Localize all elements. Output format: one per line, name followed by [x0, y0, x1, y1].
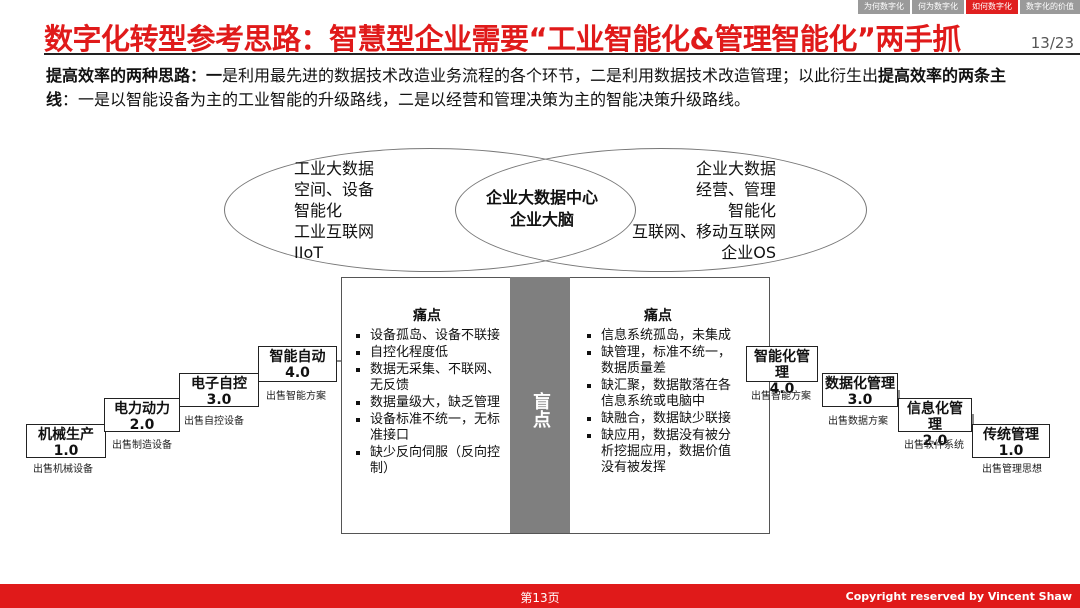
step-version: 3.0	[847, 392, 873, 408]
step-name: 电力动力	[114, 401, 170, 417]
step-name: 智能化管理	[754, 349, 810, 381]
right-ellipse-line: 企业OS	[721, 243, 776, 262]
list-item: 设备孤岛、设备不联接	[370, 328, 502, 344]
intro-text-1: 是利用最先进的数据技术改造业务流程的各个环节，二是利用数据技术改造管理；以此衍生…	[222, 66, 879, 85]
nav-tab-what[interactable]: 何为数字化	[912, 0, 964, 14]
step-version: 1.0	[53, 443, 79, 459]
left-step-1-caption: 出售机械设备	[33, 464, 93, 475]
list-item: 数据无采集、不联网、无反馈	[370, 362, 502, 394]
footer-copyright: Copyright reserved by Vincent Shaw	[845, 590, 1072, 603]
list-item: 缺管理，标准不统一，数据质量差	[601, 345, 733, 377]
top-nav: 为何数字化 何为数字化 如何数字化 数字化的价值	[856, 0, 1080, 14]
list-item: 缺融合，数据缺少联接	[601, 411, 733, 427]
left-stair-line	[337, 360, 341, 362]
left-step-3: 电子自控 3.0	[179, 373, 259, 408]
left-ellipse-line: 智能化	[294, 201, 343, 220]
step-name: 机械生产	[38, 427, 94, 443]
list-item: 自控化程度低	[370, 345, 502, 361]
right-step-2: 信息化管理 2.0	[898, 398, 972, 449]
intro-bold-2: 提高效率的两条主线	[46, 66, 1007, 109]
right-step-1-caption: 出售管理思想	[982, 464, 1042, 475]
intro-paragraph: 提高效率的两种思路：一是利用最先进的数据技术改造业务流程的各个环节，二是利用数据…	[46, 64, 1036, 112]
step-version: 4.0	[285, 365, 310, 381]
right-ellipse-line: 互联网、移动互联网	[631, 222, 776, 241]
center-line: 企业大数据中心	[485, 188, 598, 207]
step-name: 信息化管理	[907, 401, 963, 433]
step-version: 2.0	[129, 417, 155, 433]
list-item: 缺少反向伺服（反向控制）	[370, 445, 502, 477]
right-stair-line	[898, 390, 900, 400]
left-step-1: 机械生产 1.0	[26, 424, 106, 459]
step-name: 智能自动	[269, 349, 326, 365]
left-ellipse-line: 空间、设备	[294, 180, 375, 199]
right-step-2-caption: 出售软件系统	[904, 440, 964, 451]
slide-title: 数字化转型参考思路：智慧型企业需要“工业智能化&管理智能化”两手抓	[44, 22, 961, 56]
right-step-4-caption: 出售智能方案	[751, 391, 811, 402]
center-line: 企业大脑	[509, 210, 574, 229]
list-item: 缺汇聚，数据散落在各信息系统或电脑中	[601, 378, 733, 410]
step-version: 3.0	[206, 392, 232, 408]
right-pain-title: 痛点	[644, 308, 672, 324]
list-item: 缺应用，数据没有被分析挖掘应用，数据价值没有被发挥	[601, 428, 733, 476]
nav-tab-value[interactable]: 数字化的价值	[1020, 0, 1080, 14]
right-ellipse	[455, 148, 867, 272]
right-ellipse-text: 企业大数据 经营、管理 智能化 互联网、移动互联网 企业OS	[606, 158, 776, 263]
left-pain-title: 痛点	[413, 308, 441, 324]
right-stair-line	[972, 414, 974, 424]
list-item: 信息系统孤岛，未集成	[601, 328, 733, 344]
nav-tab-why[interactable]: 为何数字化	[858, 0, 910, 14]
step-version: 2.0	[922, 433, 948, 449]
left-step-4: 智能自动 4.0	[258, 346, 337, 382]
left-step-2: 电力动力 2.0	[104, 398, 180, 433]
right-step-1: 传统管理 1.0	[972, 424, 1050, 459]
venn-center-label: 企业大数据中心 企业大脑	[452, 187, 632, 231]
blind-spot-label: 盲点	[530, 392, 551, 428]
page-counter: 13/23	[1030, 34, 1074, 52]
right-ellipse-line: 企业大数据	[695, 159, 776, 178]
footer-bar	[0, 584, 1080, 608]
left-step-4-caption: 出售智能方案	[266, 391, 326, 402]
left-ellipse-text: 工业大数据 空间、设备 智能化 工业互联网 IIoT	[294, 158, 374, 263]
right-step-4: 智能化管理 4.0	[746, 346, 818, 397]
right-step-3: 数据化管理 3.0	[822, 373, 898, 408]
left-step-2-caption: 出售制造设备	[112, 440, 172, 451]
intro-bold-1: 提高效率的两种思路：一	[46, 66, 223, 85]
footer-page-number: 第13页	[520, 591, 560, 605]
left-ellipse-line: IIoT	[294, 243, 323, 262]
right-step-3-caption: 出售数据方案	[828, 416, 888, 427]
list-item: 数据量级大，缺乏管理	[370, 395, 502, 411]
step-version: 4.0	[769, 381, 795, 397]
right-ellipse-line: 智能化	[727, 201, 776, 220]
left-ellipse-line: 工业互联网	[294, 222, 375, 241]
left-ellipse-line: 工业大数据	[294, 159, 375, 178]
nav-tab-how[interactable]: 如何数字化	[966, 0, 1018, 14]
right-ellipse-line: 经营、管理	[695, 180, 776, 199]
step-name: 传统管理	[983, 427, 1039, 443]
step-name: 电子自控	[191, 376, 247, 392]
intro-text-2: ：一是以智能设备为主的工业智能的升级路线，二是以经营和管理决策为主的智能决策升级…	[62, 90, 751, 109]
left-step-3-caption: 出售自控设备	[184, 416, 244, 427]
step-version: 1.0	[998, 443, 1024, 459]
right-pain-points: 痛点 信息系统孤岛，未集成 缺管理，标准不统一，数据质量差 缺汇聚，数据散落在各…	[583, 308, 733, 477]
step-name: 数据化管理	[825, 376, 895, 392]
list-item: 设备标准不统一，无标准接口	[370, 412, 502, 444]
title-divider	[44, 53, 1080, 55]
left-pain-points: 痛点 设备孤岛、设备不联接 自控化程度低 数据无采集、不联网、无反馈 数据量级大…	[352, 308, 502, 478]
blind-spot-column	[510, 277, 570, 533]
